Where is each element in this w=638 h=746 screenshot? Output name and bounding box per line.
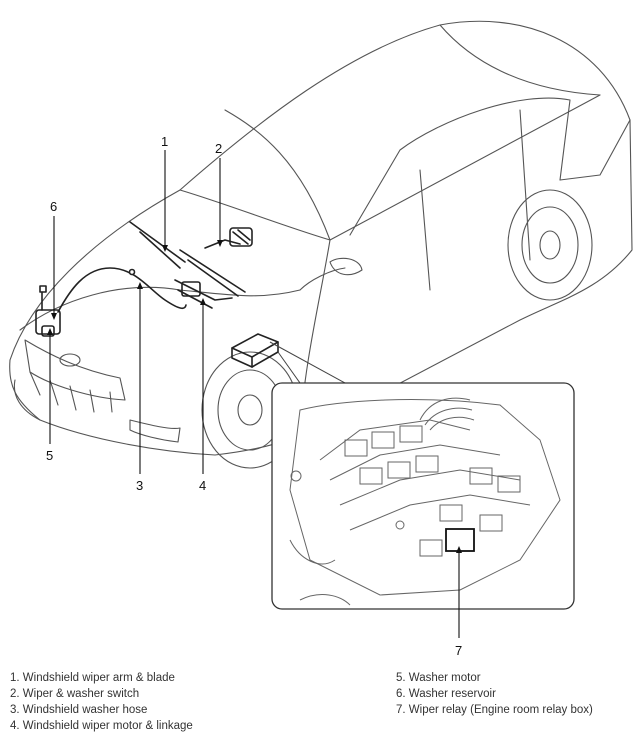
parts-legend: 1. Windshield wiper arm & blade 2. Wiper… xyxy=(0,670,638,746)
rear-wheel xyxy=(507,189,593,301)
legend-column-left: 1. Windshield wiper arm & blade 2. Wiper… xyxy=(10,670,193,734)
wiper-relay-highlight xyxy=(445,528,475,552)
callout-6: 6 xyxy=(50,199,57,214)
callout-5: 5 xyxy=(46,448,53,463)
callout-3: 3 xyxy=(136,478,143,493)
car-body xyxy=(9,20,633,456)
car-wiper-diagram: 1 2 3 4 5 6 7 xyxy=(9,20,633,658)
legend-item: 2. Wiper & washer switch xyxy=(10,688,140,700)
car-front-grille xyxy=(13,339,181,443)
legend-item: 3. Windshield washer hose xyxy=(10,704,148,716)
legend-item: 6. Washer reservoir xyxy=(396,688,496,700)
side-mirror xyxy=(329,257,363,276)
washer-motor xyxy=(41,325,55,337)
wiper-arm-blade xyxy=(129,221,246,297)
wiper-washer-switch xyxy=(204,227,253,249)
legend-item: 7. Wiper relay (Engine room relay box) xyxy=(396,704,593,716)
callout-4: 4 xyxy=(199,478,206,493)
washer-hose xyxy=(57,267,187,313)
relay-box-detail-inset xyxy=(269,341,575,610)
callout-1: 1 xyxy=(161,134,168,149)
callout-7: 7 xyxy=(455,643,462,658)
legend-item: 5. Washer motor xyxy=(396,672,481,684)
engine-relay-box xyxy=(231,333,279,368)
legend-column-right: 5. Washer motor 6. Washer reservoir 7. W… xyxy=(396,670,593,718)
legend-item: 1. Windshield wiper arm & blade xyxy=(10,672,175,684)
callout-2: 2 xyxy=(215,141,222,156)
wiper-motor-linkage xyxy=(174,279,233,309)
legend-item: 4. Windshield wiper motor & linkage xyxy=(10,720,193,732)
